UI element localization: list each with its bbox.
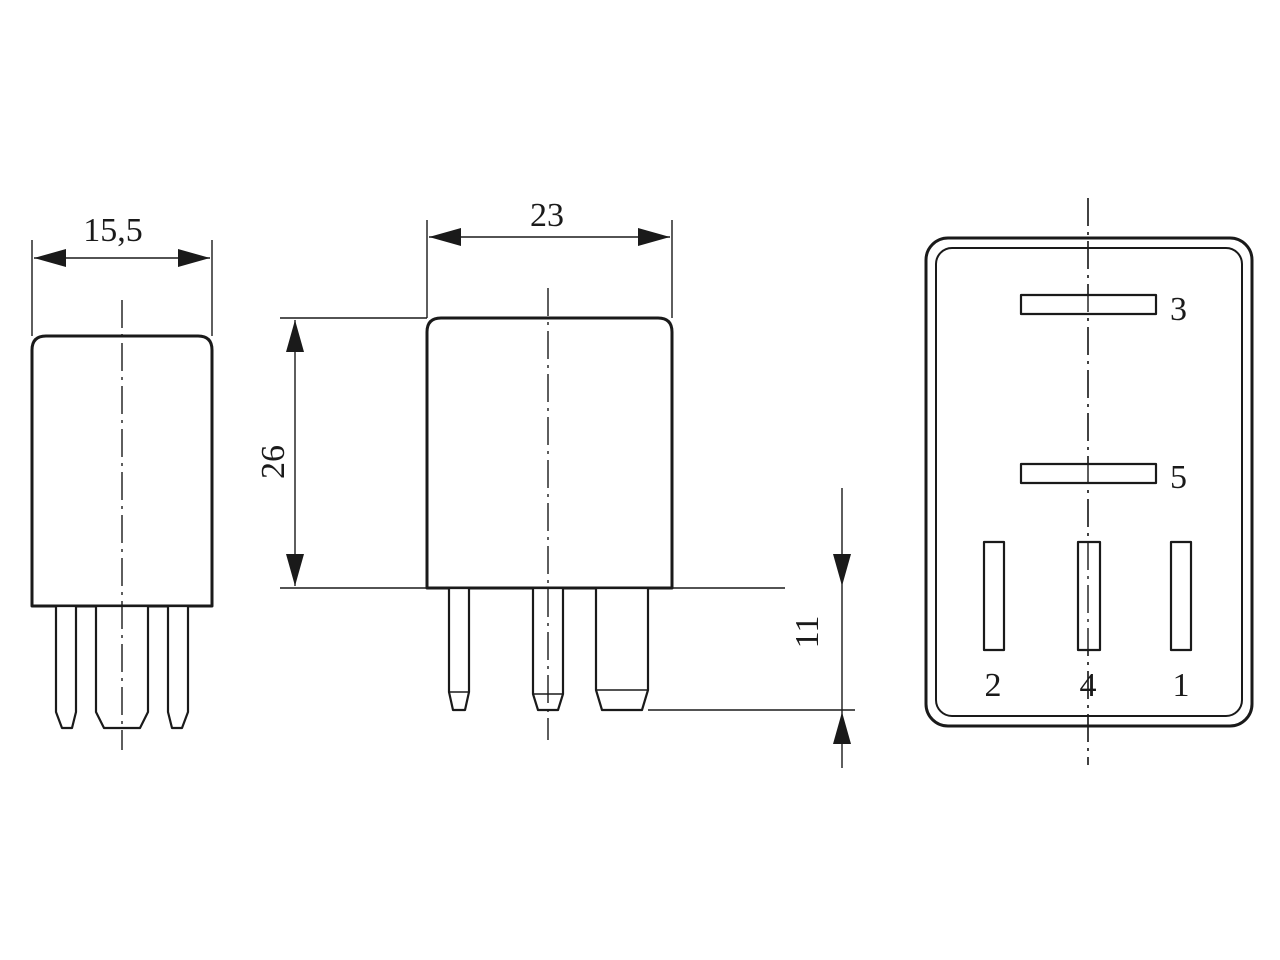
terminal-3-label: 3 bbox=[1170, 291, 1187, 328]
front-dim-arrow-top bbox=[286, 320, 304, 352]
dim-height-body-label: 26 bbox=[255, 445, 292, 479]
front-dim-arrow-left bbox=[429, 228, 461, 246]
front-view-body bbox=[425, 316, 674, 590]
dim-width-side-label: 15,5 bbox=[83, 212, 143, 249]
side-pin-left bbox=[54, 604, 78, 730]
terminal-4-label: 4 bbox=[1080, 667, 1097, 704]
terminal-2-label: 2 bbox=[985, 667, 1002, 704]
front-dim-arrow-bottom bbox=[286, 554, 304, 586]
terminal-4 bbox=[1076, 540, 1102, 652]
dim-width-front-label: 23 bbox=[530, 197, 564, 234]
terminal-5-label: 5 bbox=[1170, 459, 1187, 496]
front-pin-right bbox=[594, 586, 650, 712]
side-dim-arrow-left bbox=[34, 249, 66, 267]
pin-dim-arrow-top bbox=[833, 554, 851, 586]
bottom-view: 3 5 2 4 1 bbox=[924, 198, 1254, 765]
terminal-1 bbox=[1169, 540, 1193, 652]
terminal-2 bbox=[982, 540, 1006, 652]
side-dim-arrow-right bbox=[178, 249, 210, 267]
bottom-view-inner-outline bbox=[935, 247, 1243, 717]
side-pin-right bbox=[166, 604, 190, 730]
dim-pin-length-label: 11 bbox=[789, 616, 826, 649]
bottom-view-outer-outline bbox=[924, 236, 1254, 728]
side-view: 15,5 bbox=[30, 212, 214, 750]
terminal-1-label: 1 bbox=[1173, 667, 1190, 704]
side-view-body bbox=[30, 334, 214, 608]
pin-dim-arrow-bottom bbox=[833, 712, 851, 744]
front-dim-arrow-right bbox=[638, 228, 670, 246]
front-view: 23 26 11 bbox=[255, 197, 855, 768]
